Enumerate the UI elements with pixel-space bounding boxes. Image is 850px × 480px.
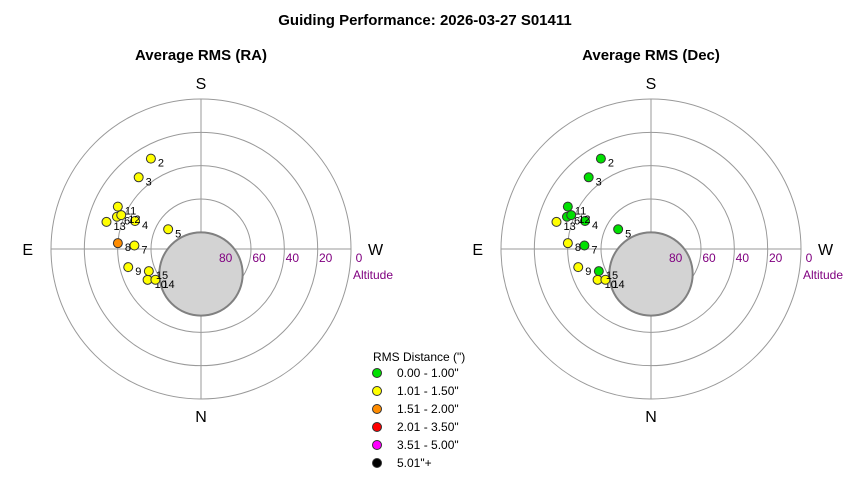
altitude-tick-label: 40 bbox=[736, 251, 750, 265]
excluded-zone bbox=[158, 231, 244, 317]
data-point-15 bbox=[143, 266, 154, 277]
data-point-7 bbox=[579, 240, 590, 251]
data-label-15: 15 bbox=[606, 270, 618, 282]
legend-swatch bbox=[372, 422, 382, 432]
data-point-5 bbox=[613, 224, 624, 235]
data-label-5: 5 bbox=[175, 228, 181, 240]
data-point-3 bbox=[133, 172, 144, 183]
altitude-tick-label: 20 bbox=[769, 251, 783, 265]
data-point-9 bbox=[123, 262, 134, 273]
data-point-4 bbox=[580, 215, 591, 226]
direction-label-bottom: N bbox=[195, 409, 207, 426]
legend-item-label: 1.51 - 2.00" bbox=[397, 402, 459, 416]
data-point-9 bbox=[573, 262, 584, 273]
data-label-4: 4 bbox=[592, 220, 598, 232]
page-title: Guiding Performance: 2026-03-27 S01411 bbox=[278, 12, 571, 29]
excluded-zone bbox=[608, 231, 694, 317]
legend-swatch bbox=[372, 368, 382, 378]
data-label-15: 15 bbox=[156, 270, 168, 282]
legend-item-label: 1.01 - 1.50" bbox=[397, 384, 459, 398]
data-point-7 bbox=[129, 240, 140, 251]
data-label-3: 3 bbox=[146, 176, 152, 188]
data-point-13 bbox=[101, 216, 112, 227]
data-label-5: 5 bbox=[625, 228, 631, 240]
data-label-7: 7 bbox=[591, 245, 597, 257]
legend-swatch bbox=[372, 386, 382, 396]
data-label-14: 14 bbox=[612, 279, 624, 291]
legend-item-label: 5.01"+ bbox=[397, 456, 432, 470]
data-point-8 bbox=[562, 238, 573, 249]
legend-swatch bbox=[372, 404, 382, 414]
altitude-tick-label: 60 bbox=[702, 251, 716, 265]
data-point-3 bbox=[583, 172, 594, 183]
direction-label-top: S bbox=[646, 76, 657, 93]
direction-label-left: E bbox=[472, 242, 483, 259]
data-label-8: 8 bbox=[125, 242, 131, 254]
altitude-tick-label: 80 bbox=[219, 251, 233, 265]
data-label-14: 14 bbox=[162, 279, 174, 291]
data-point-2 bbox=[595, 153, 606, 164]
direction-label-left: E bbox=[22, 242, 33, 259]
direction-label-bottom: N bbox=[645, 409, 657, 426]
data-point-12 bbox=[566, 210, 577, 221]
data-point-15 bbox=[593, 266, 604, 277]
direction-label-right: W bbox=[368, 242, 384, 259]
data-label-13: 13 bbox=[113, 221, 125, 233]
altitude-tick-label: 80 bbox=[669, 251, 683, 265]
data-label-11: 11 bbox=[575, 206, 586, 218]
altitude-tick-label: 60 bbox=[252, 251, 266, 265]
legend-item-label: 0.00 - 1.00" bbox=[397, 366, 459, 380]
data-label-3: 3 bbox=[596, 176, 602, 188]
legend-swatch bbox=[372, 440, 382, 450]
data-label-8: 8 bbox=[575, 242, 581, 254]
legend-swatch bbox=[372, 458, 382, 468]
data-label-13: 13 bbox=[563, 221, 575, 233]
data-point-4 bbox=[130, 215, 141, 226]
data-point-12 bbox=[116, 210, 127, 221]
data-label-6: 6 bbox=[574, 216, 580, 228]
direction-label-right: W bbox=[818, 242, 834, 259]
direction-label-top: S bbox=[196, 76, 207, 93]
data-label-12: 12 bbox=[128, 214, 140, 226]
data-point-8 bbox=[112, 238, 123, 249]
data-label-9: 9 bbox=[135, 266, 141, 278]
data-label-7: 7 bbox=[141, 245, 147, 257]
data-point-2 bbox=[145, 153, 156, 164]
data-point-14 bbox=[150, 274, 161, 285]
altitude-tick-label: 40 bbox=[286, 251, 300, 265]
legend-item-label: 2.01 - 3.50" bbox=[397, 420, 459, 434]
data-label-9: 9 bbox=[585, 266, 591, 278]
data-label-12: 12 bbox=[578, 214, 590, 226]
data-point-11 bbox=[562, 201, 573, 212]
data-label-11: 11 bbox=[125, 206, 136, 218]
altitude-tick-label: 0 bbox=[356, 251, 363, 265]
data-label-2: 2 bbox=[158, 158, 164, 170]
altitude-axis-label: Altitude bbox=[803, 268, 843, 282]
legend: RMS Distance (") 0.00 - 1.00" 1.01 - 1.50"… bbox=[372, 350, 465, 470]
plot-title: Average RMS (RA) bbox=[135, 47, 267, 64]
data-label-2: 2 bbox=[608, 158, 614, 170]
plot-title: Average RMS (Dec) bbox=[582, 47, 720, 64]
data-point-14 bbox=[600, 274, 611, 285]
legend-title: RMS Distance (") bbox=[373, 350, 465, 364]
altitude-tick-label: 20 bbox=[319, 251, 333, 265]
legend-item-label: 3.51 - 5.00" bbox=[397, 438, 459, 452]
data-point-5 bbox=[163, 224, 174, 235]
altitude-tick-label: 0 bbox=[806, 251, 813, 265]
data-point-13 bbox=[551, 216, 562, 227]
data-point-11 bbox=[112, 201, 123, 212]
altitude-axis-label: Altitude bbox=[353, 268, 393, 282]
data-label-6: 6 bbox=[124, 216, 130, 228]
data-label-4: 4 bbox=[142, 220, 148, 232]
